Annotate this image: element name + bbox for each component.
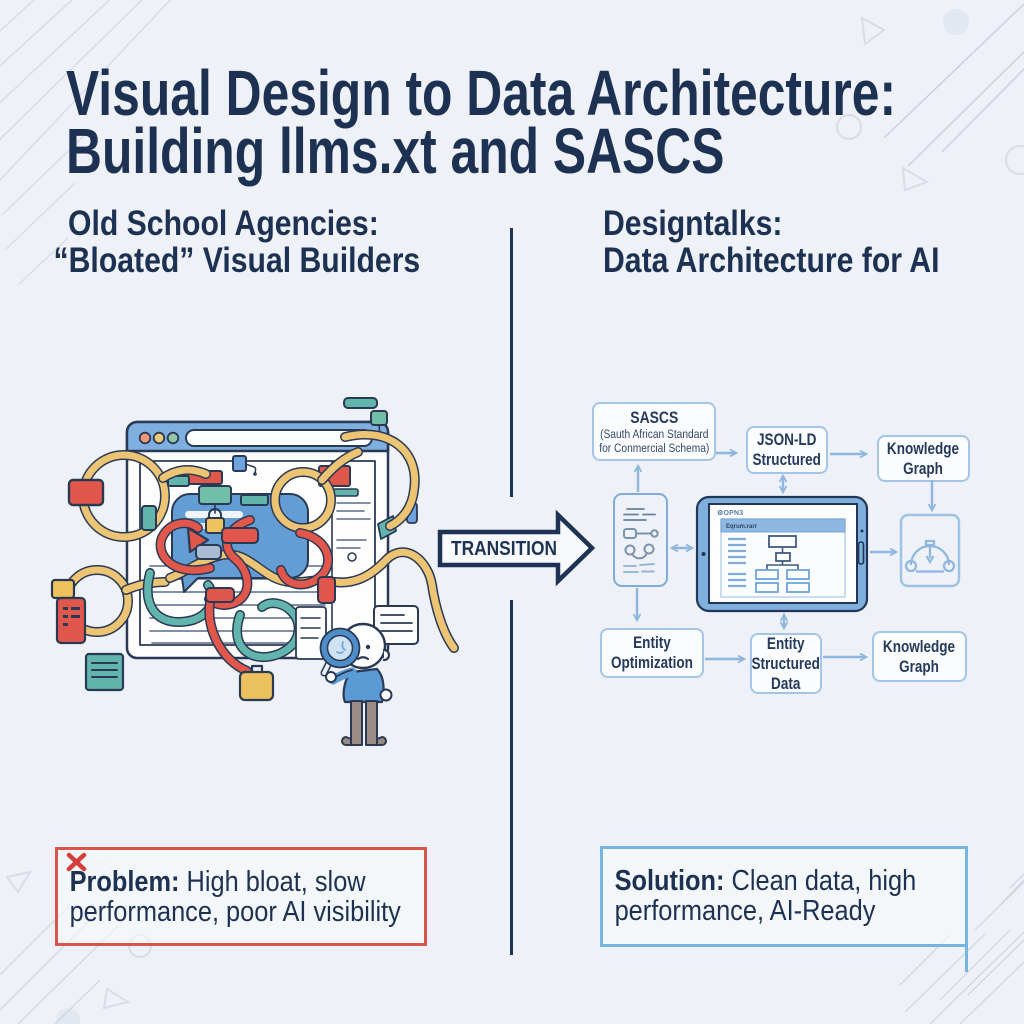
svg-text:Eqrum.rarr: Eqrum.rarr — [726, 524, 758, 530]
svg-text:TRANSITION: TRANSITION — [451, 538, 557, 560]
svg-text:⚙OPN3: ⚙OPN3 — [717, 509, 743, 517]
